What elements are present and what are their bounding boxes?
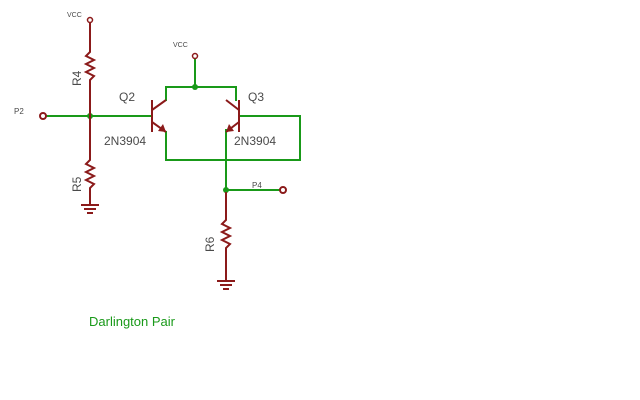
transistor-q2-part: 2N3904: [104, 134, 146, 148]
vcc-symbol-2: [191, 52, 199, 60]
junctions: [87, 84, 229, 193]
transistor-q3-ref: Q3: [248, 90, 264, 104]
vcc-pin-1: [86, 16, 94, 24]
vcc-pin-2: [191, 52, 199, 60]
junction-dot: [192, 84, 198, 90]
transistor-q3-part: 2N3904: [234, 134, 276, 148]
transistor-q2: [151, 99, 167, 133]
resistor-r6: [219, 192, 233, 280]
transistor-q3: [225, 99, 240, 133]
diagram-title: Darlington Pair: [89, 314, 176, 329]
wire-top-collector: [165, 86, 237, 101]
port-p4-terminal[interactable]: [279, 186, 287, 194]
port-p4-label: P4: [252, 181, 262, 190]
wire-q3-feedback-loop: [225, 115, 301, 161]
ground-icon: [81, 204, 99, 214]
vcc-label-2: VCC: [173, 42, 188, 49]
ground-icon: [217, 280, 235, 290]
vcc-symbol-1: [86, 16, 94, 24]
junction-dot: [223, 187, 229, 193]
port-p2-label: P2: [14, 107, 24, 116]
resistor-r6-label: R6: [203, 236, 217, 252]
vcc-label-1: VCC: [67, 12, 82, 19]
resistor-r5-label: R5: [70, 176, 84, 192]
resistor-r4: [83, 20, 97, 116]
wire-q2-emitter-to-q3-base: [165, 131, 227, 161]
resistor-r4-label: R4: [70, 70, 84, 86]
port-p2-terminal[interactable]: [39, 112, 47, 120]
resistor-r5: [83, 116, 97, 204]
wires: [44, 57, 301, 193]
transistor-q2-ref: Q2: [119, 90, 135, 104]
